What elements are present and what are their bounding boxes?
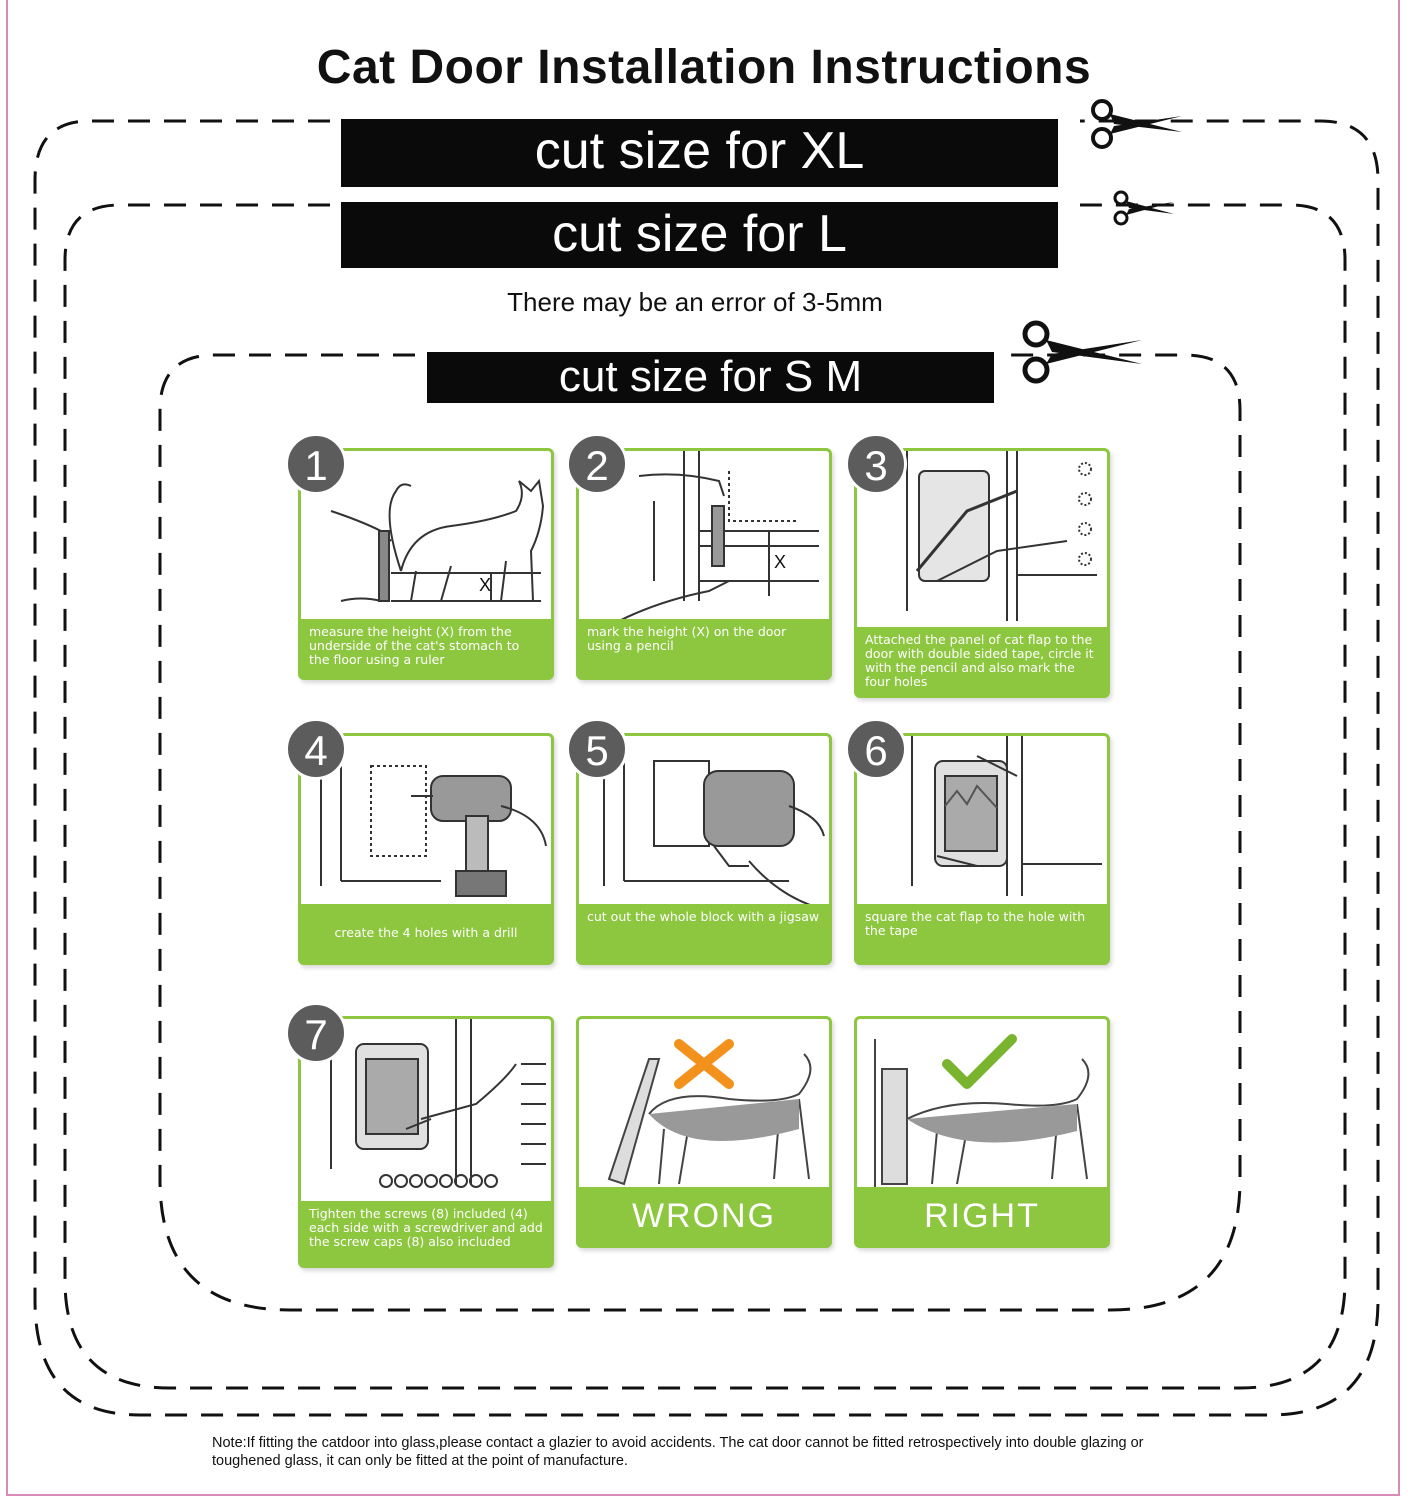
page-title: Cat Door Installation Instructions (316, 41, 1092, 94)
tighten-screws-illustration (330, 1019, 546, 1188)
scissors-icon (1022, 320, 1142, 384)
right-fit-illustration (874, 1034, 1090, 1189)
cut-size-l-label: cut size for L (341, 202, 1058, 268)
step-6-badge: 6 (845, 718, 907, 780)
step-7-badge: 7 (285, 1002, 347, 1064)
step-2-caption: mark the height (X) on the door using a … (579, 619, 829, 677)
attach-panel-illustration (906, 451, 1097, 621)
step-3-badge: 3 (845, 433, 907, 495)
measure-cat-illustration: X (330, 478, 545, 602)
step-5-card: cut out the whole block with a jigsaw (576, 733, 832, 965)
mark-door-illustration: X (618, 451, 819, 622)
step-3-caption: Attached the panel of cat flap to the do… (857, 627, 1107, 695)
footer-note: Note:If fitting the catdoor into glass,p… (212, 1435, 1144, 1469)
step-4-badge: 4 (285, 718, 347, 780)
step-5-caption: cut out the whole block with a jigsaw (579, 904, 829, 962)
scissors-icon (1091, 99, 1182, 149)
checkmark-icon (942, 1034, 1017, 1089)
right-label: RIGHT (857, 1187, 1107, 1245)
height-marker: X (479, 575, 491, 595)
scissors-icon (1113, 190, 1174, 226)
cross-icon (674, 1039, 734, 1089)
cut-size-sm-label: cut size for S M (427, 352, 994, 403)
step-7-card: Tighten the screws (8) included (4) each… (298, 1016, 554, 1268)
step-1-caption: measure the height (X) from the undersid… (301, 619, 551, 677)
step-4-card: create the 4 holes with a drill (298, 733, 554, 965)
step-5-badge: 5 (566, 718, 628, 780)
step-6-caption: square the cat flap to the hole with the… (857, 904, 1107, 962)
height-marker: X (774, 552, 786, 572)
cut-outline-l (63, 203, 1347, 1390)
step-1-card: X measure the height (X) from the unders… (298, 448, 554, 680)
step-3-card: Attached the panel of cat flap to the do… (854, 448, 1110, 698)
step-1-badge: 1 (285, 433, 347, 495)
step-4-caption: create the 4 holes with a drill (301, 904, 551, 962)
wrong-example-card: WRONG (576, 1016, 832, 1248)
step-2-badge: 2 (566, 433, 628, 495)
right-example-card: RIGHT (854, 1016, 1110, 1248)
wrong-label: WRONG (579, 1187, 829, 1245)
step-7-caption: Tighten the screws (8) included (4) each… (301, 1201, 551, 1265)
cut-size-xl-label: cut size for XL (341, 119, 1058, 187)
square-flap-illustration (911, 736, 1102, 896)
cut-outline-xl (33, 119, 1380, 1417)
step-2-card: X mark the height (X) on the door using … (576, 448, 832, 680)
error-tolerance-note: There may be an error of 3-5mm (507, 287, 883, 317)
wrong-fit-illustration (607, 1039, 812, 1186)
drill-holes-illustration (320, 736, 547, 897)
page-frame (6, 0, 1400, 1496)
